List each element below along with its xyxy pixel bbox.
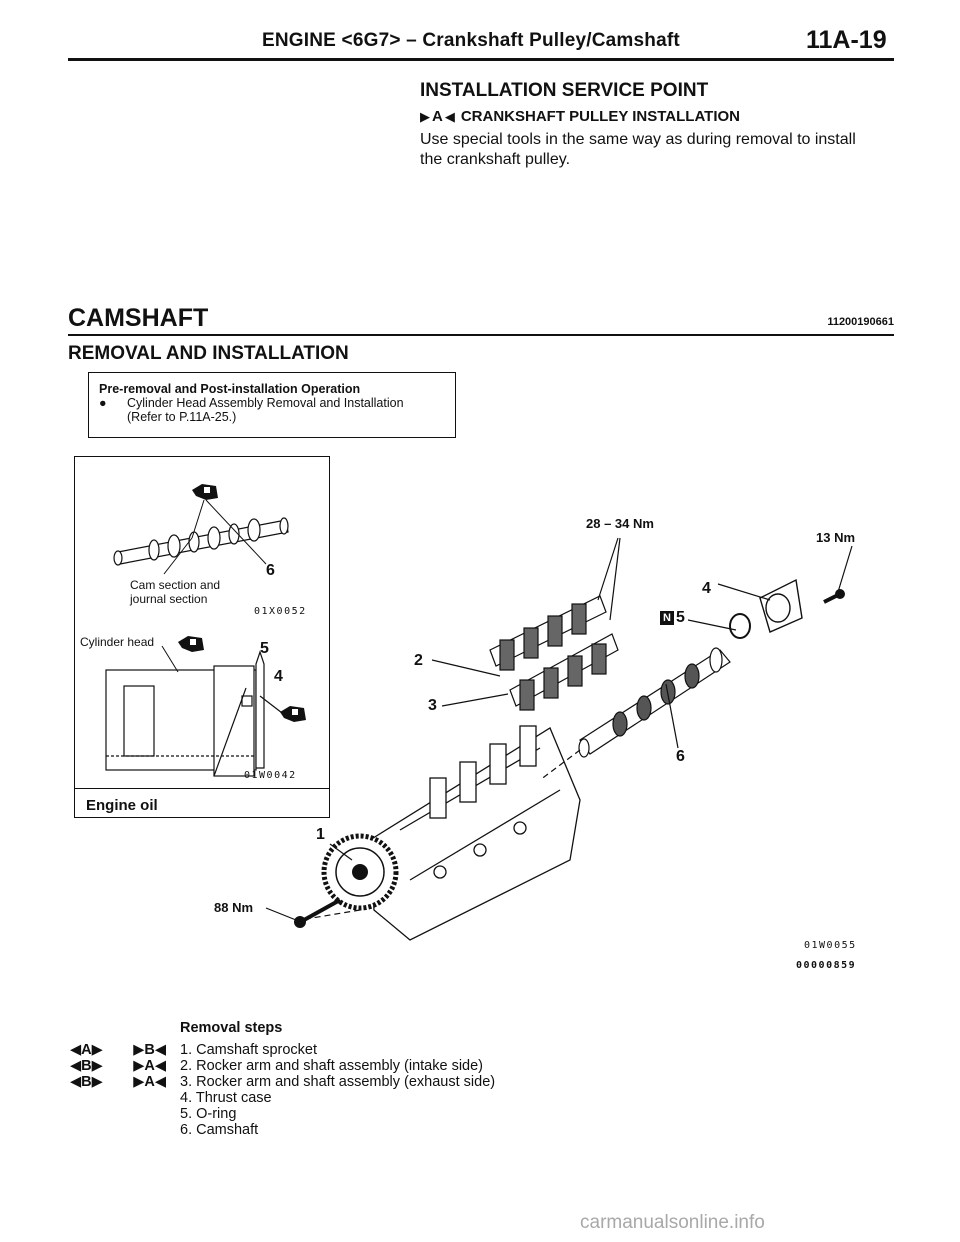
- triangle-right-icon: ▶: [420, 108, 430, 124]
- camshaft-sketch: [113, 517, 289, 566]
- install-marker: A: [144, 1058, 155, 1074]
- paragraph-line: the crankshaft pulley.: [420, 151, 571, 168]
- triangle-left-icon: ◀: [444, 108, 455, 124]
- service-marker-letter: A: [432, 108, 443, 125]
- bullet-icon: ●: [99, 396, 107, 410]
- preremoval-item-ref: (Refer to P.11A-25.): [127, 410, 237, 424]
- o-ring: [729, 613, 751, 639]
- engine-oil-label: Engine oil: [86, 797, 158, 814]
- exploded-view-diagram: [265, 537, 853, 941]
- callout-2: 2: [414, 652, 423, 669]
- callout-4: 4: [702, 580, 711, 597]
- removal-step: 4. Thrust case: [180, 1090, 272, 1106]
- camshaft-heading: CAMSHAFT: [68, 304, 209, 332]
- preremoval-title: Pre-removal and Post-installation Operat…: [99, 382, 361, 396]
- removal-marker: B: [81, 1058, 92, 1074]
- removal-steps-title: Removal steps: [180, 1020, 283, 1036]
- n-badge-icon: N: [660, 611, 674, 625]
- cylinder-head-section: [105, 650, 287, 777]
- oil-can-icon: [192, 484, 218, 500]
- step-2-markers: ◀B▶ ▶A◀: [70, 1058, 166, 1074]
- preremoval-box: Pre-removal and Post-installation Operat…: [88, 372, 456, 438]
- crankshaft-pulley-subheading: ▶ A ◀ CRANKSHAFT PULLEY INSTALLATION: [420, 108, 740, 125]
- oil-can-icon: [178, 636, 204, 652]
- removal-step: 1. Camshaft sprocket: [180, 1042, 317, 1058]
- inset-callout-6: 6: [266, 562, 275, 579]
- removal-installation-heading: REMOVAL AND INSTALLATION: [68, 343, 349, 364]
- rocker-arm-assembly: [489, 595, 619, 711]
- thrust-case-bolt: [823, 589, 845, 604]
- detail-inset-box: [74, 456, 330, 818]
- cylinder-head-block: [369, 725, 581, 941]
- inset-divider: [74, 788, 330, 789]
- install-marker: B: [144, 1042, 155, 1058]
- removal-step: 6. Camshaft: [180, 1122, 259, 1138]
- removal-step: 2. Rocker arm and shaft assembly (intake…: [180, 1058, 484, 1074]
- oil-can-icon: [280, 706, 306, 722]
- installation-service-heading: INSTALLATION SERVICE POINT: [420, 80, 709, 101]
- removal-step: 3. Rocker arm and shaft assembly (exhaus…: [180, 1074, 496, 1090]
- callout-6: 6: [676, 748, 685, 765]
- torque-rocker-label: 28 – 34 Nm: [586, 516, 654, 531]
- page-header-title: ENGINE <6G7> – Crankshaft Pulley/Camshaf…: [262, 30, 680, 51]
- detail-inset-illustration: [105, 484, 306, 777]
- removal-step: 5. O-ring: [180, 1106, 237, 1122]
- diagram-code-2: 00000859: [796, 960, 857, 971]
- camshaft-sprocket: [321, 833, 399, 911]
- preremoval-item: ● Cylinder Head Assembly Removal and Ins…: [99, 396, 445, 424]
- header-rule: [68, 58, 894, 61]
- paragraph-line: Use special tools in the same way as dur…: [420, 131, 856, 148]
- cam-section-label-line2: journal section: [130, 592, 208, 606]
- section-rule: [68, 334, 894, 336]
- subheading-text: CRANKSHAFT PULLEY INSTALLATION: [460, 108, 740, 125]
- thrust-case: [759, 578, 803, 633]
- install-paragraph: Use special tools in the same way as dur…: [420, 130, 900, 170]
- inset-callout-4: 4: [274, 668, 283, 685]
- torque-sprocket-label: 88 Nm: [214, 900, 254, 915]
- preremoval-item-text: Cylinder Head Assembly Removal and Insta…: [127, 396, 404, 410]
- section-code: 11200190661: [827, 316, 894, 328]
- callout-1: 1: [316, 826, 325, 843]
- cam-section-label-line1: Cam section and: [130, 578, 221, 592]
- step-1-markers: ◀A▶ ▶B◀: [70, 1042, 166, 1058]
- removal-marker: A: [81, 1042, 92, 1058]
- cylinder-head-label: Cylinder head: [80, 635, 155, 649]
- inset-callout-5: 5: [260, 640, 269, 657]
- sprocket-bolt: [294, 898, 341, 928]
- install-marker: A: [144, 1074, 155, 1090]
- callout-5: 5: [676, 609, 685, 626]
- inset-code-bottom: 01W0042: [244, 770, 297, 781]
- torque-thrust-label: 13 Nm: [816, 530, 856, 545]
- callout-3: 3: [428, 697, 437, 714]
- removal-marker: B: [81, 1074, 92, 1090]
- inset-code-top: 01X0052: [254, 606, 307, 617]
- diagram-code-1: 01W0055: [804, 940, 857, 951]
- page-number: 11A-19: [806, 26, 887, 54]
- camshaft: [578, 647, 731, 758]
- step-3-markers: ◀B▶ ▶A◀: [70, 1074, 166, 1090]
- watermark-text: carmanualsonline.info: [580, 1212, 765, 1233]
